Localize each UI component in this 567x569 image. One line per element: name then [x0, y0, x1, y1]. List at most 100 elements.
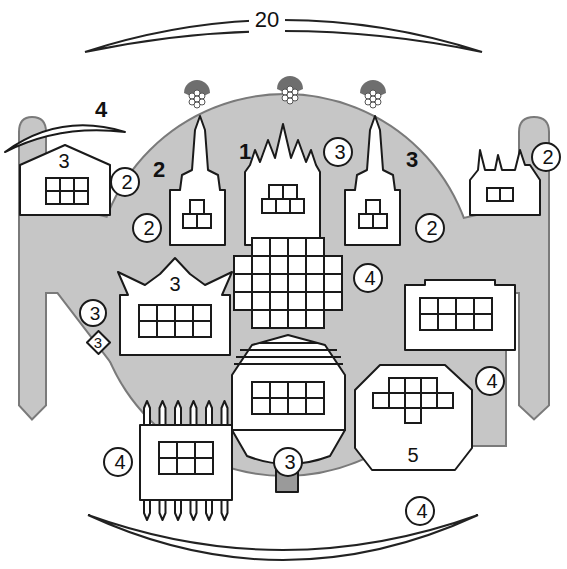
- hive-icon: [184, 80, 210, 108]
- space-value: 4: [114, 452, 125, 472]
- grid-cell: [306, 274, 324, 292]
- grid-cell: [74, 178, 88, 191]
- grid-cell: [270, 274, 288, 292]
- grid-cell: [157, 321, 175, 337]
- roof-lines: [234, 343, 343, 364]
- grid-cell: [324, 274, 342, 292]
- grid-cell: [405, 393, 421, 408]
- space-value: 3: [58, 151, 69, 171]
- grid-cell: [306, 238, 324, 256]
- building-number: 3: [406, 149, 418, 171]
- grid-cell: [306, 310, 324, 328]
- land-outline: [20, 95, 548, 475]
- circled-number: 4: [405, 496, 435, 526]
- grid-cell: [270, 292, 288, 310]
- space-value: 2: [542, 147, 553, 167]
- circled-number: 2: [531, 142, 561, 172]
- space-value: 4: [486, 371, 497, 391]
- land-area: [20, 95, 548, 475]
- circled-number: 3: [323, 137, 353, 167]
- grid-cell: [306, 398, 324, 414]
- building-outline: [114, 254, 236, 358]
- grid-cell: [276, 199, 290, 213]
- grid-cell: [421, 378, 437, 393]
- building-space: 3: [114, 254, 236, 358]
- grid-cell: [373, 393, 389, 408]
- grid-cell: [324, 256, 342, 274]
- grid-cell: [270, 398, 288, 414]
- grid-cell: [288, 238, 306, 256]
- fence-building: [140, 425, 232, 500]
- grid-cell: [252, 238, 270, 256]
- grid-cell: [288, 274, 306, 292]
- grid-cell: [487, 188, 500, 201]
- grid-cell: [373, 214, 387, 228]
- grid-cell: [405, 378, 421, 393]
- grid-cell: [175, 305, 193, 321]
- grid-cell: [405, 408, 421, 423]
- hive-icon: [277, 76, 303, 104]
- grid-cell: [252, 256, 270, 274]
- grid-cell: [252, 382, 270, 398]
- grid-cell: [456, 314, 474, 330]
- space-value: 3: [334, 142, 345, 162]
- grid-cell: [197, 214, 211, 228]
- grid-cell: [269, 185, 283, 199]
- grid-cell: [177, 458, 195, 474]
- grid-cell: [175, 321, 193, 337]
- grid-cell: [190, 200, 204, 214]
- grid-cell: [456, 298, 474, 314]
- circled-number: 4: [475, 366, 505, 396]
- grid-cell: [195, 442, 213, 458]
- space-value: 4: [364, 268, 375, 288]
- hive-icon: [360, 80, 386, 108]
- grid-cell: [288, 310, 306, 328]
- grid-cell: [262, 199, 276, 213]
- grid-cell: [438, 298, 456, 314]
- space-value: 5: [407, 445, 418, 465]
- diamond-marker: 3: [86, 330, 111, 355]
- grid-cell: [234, 256, 252, 274]
- grid-cell: [324, 292, 342, 310]
- grid-cell: [389, 378, 405, 393]
- grid-cell: [421, 393, 437, 408]
- grid-cell: [252, 398, 270, 414]
- grid-cell: [46, 191, 60, 204]
- space-value: 3: [94, 335, 102, 350]
- grid-cell: [288, 292, 306, 310]
- grid-cell: [474, 314, 492, 330]
- grid-cell: [270, 238, 288, 256]
- space-value: 2: [426, 218, 437, 238]
- building-number: 2: [153, 159, 165, 181]
- grid-cell: [359, 214, 373, 228]
- grid-cell: [500, 188, 513, 201]
- grid-cell: [139, 321, 157, 337]
- space-value: 2: [121, 172, 132, 192]
- building-space: 3: [2, 100, 128, 218]
- cathedral-building: [245, 124, 320, 245]
- grid-cell: [195, 458, 213, 474]
- grid-cell: [252, 292, 270, 310]
- building-space: 5: [352, 362, 475, 473]
- grid-cell: [283, 185, 297, 199]
- grid-cell: [290, 199, 304, 213]
- grid-cell: [270, 382, 288, 398]
- grid-cell: [74, 191, 88, 204]
- grid-cell: [438, 314, 456, 330]
- grid-cell: [474, 298, 492, 314]
- grid-cell: [234, 274, 252, 292]
- grid-cell: [183, 214, 197, 228]
- grid-cell: [306, 382, 324, 398]
- grid-cell: [306, 256, 324, 274]
- grid-cell: [389, 393, 405, 408]
- tower-building: [345, 116, 400, 245]
- castle-building: [470, 150, 540, 215]
- grid-cell: [288, 398, 306, 414]
- grid-cell: [60, 178, 74, 191]
- grid-cell: [234, 292, 252, 310]
- score-label: 20: [249, 7, 285, 33]
- grid-cell: [366, 200, 380, 214]
- circled-number: 4: [103, 447, 133, 477]
- space-value: 2: [143, 218, 154, 238]
